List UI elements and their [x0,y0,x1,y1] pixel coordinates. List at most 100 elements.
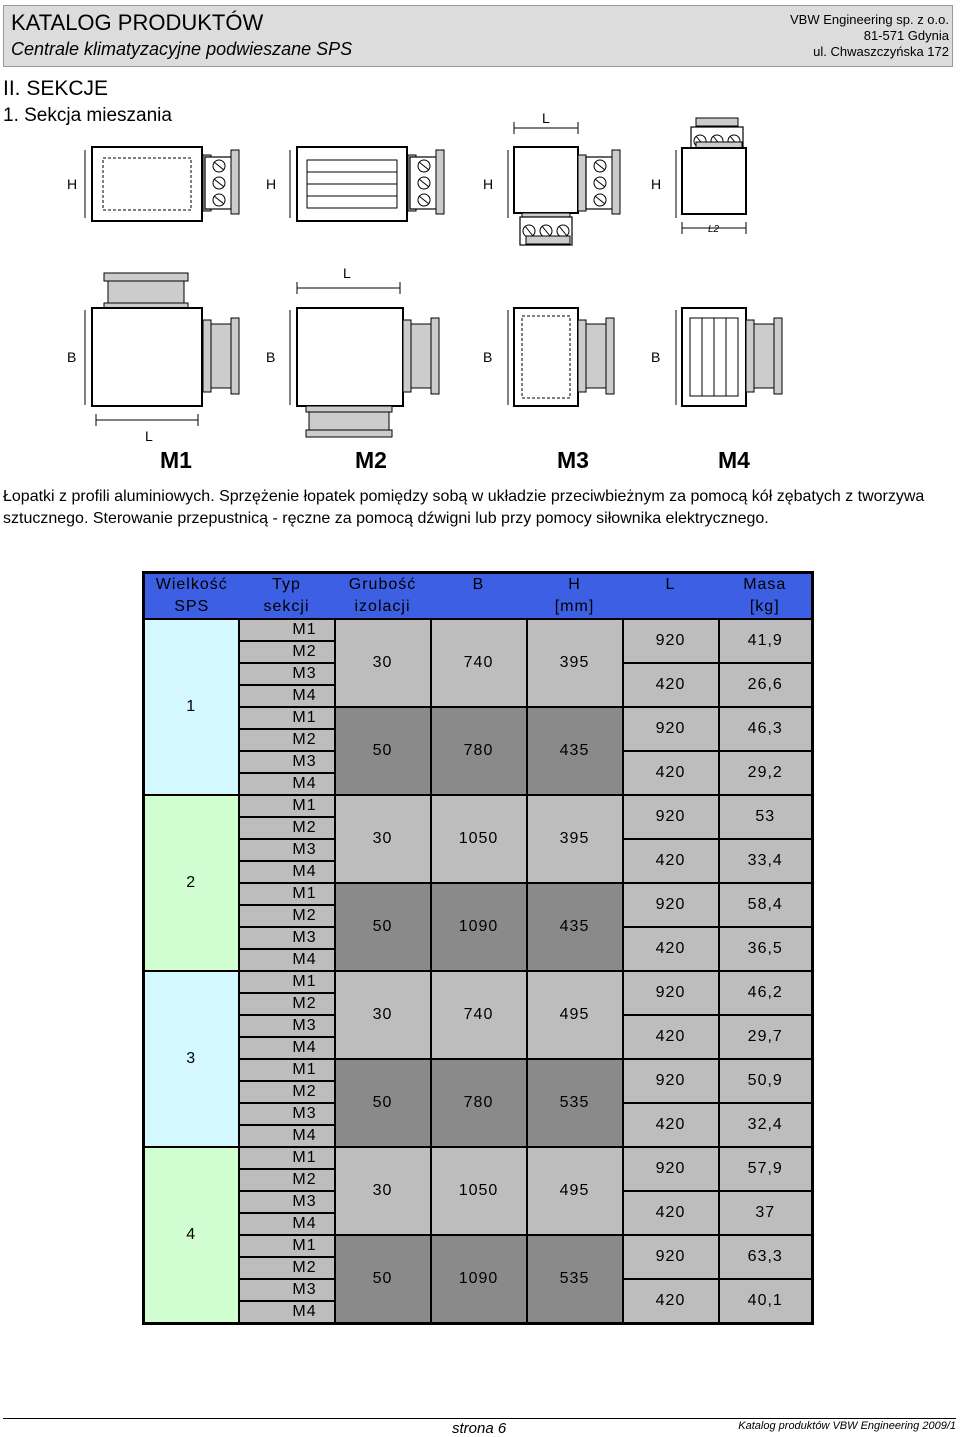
header-insulation: Grubość [334,572,431,596]
m1-side-view [84,146,240,222]
header-type-sub: sekcji [238,596,335,620]
table-row: M4 [144,1300,813,1325]
cell-l: 920 [621,1058,720,1104]
cell-b: 1090 [429,882,528,972]
cell-type: M1 [237,618,336,642]
cell-insulation: 50 [333,882,432,972]
spec-table: Wielkość Typ Grubość B H L Masa SPS sekc… [142,571,814,1325]
cell-b: 780 [429,706,528,796]
cell-type: M3 [237,1102,336,1126]
cell-h: 395 [525,618,624,708]
cell-type: M1 [237,882,336,906]
cell-type: M2 [237,728,336,752]
cell-insulation: 30 [333,794,432,884]
cell-type: M3 [237,1190,336,1214]
cell-h: 495 [525,1146,624,1236]
section-description: Łopatki z profili aluminiowych. Sprzężen… [3,488,925,527]
cell-l: 920 [621,1146,720,1192]
cell-b: 780 [429,1058,528,1148]
cell-type: M1 [237,794,336,818]
cell-b: 740 [429,970,528,1060]
table-row: M2 [144,640,813,664]
cell-b: 740 [429,618,528,708]
cell-h: 435 [525,706,624,796]
table-row: M4 [144,772,813,796]
cell-mass: 63,3 [717,1234,814,1280]
cell-type: M1 [237,1234,336,1258]
table-row: M4 [144,1124,813,1148]
cell-h: 495 [525,970,624,1060]
cell-type: M2 [237,816,336,840]
model-label-m4: M4 [718,447,750,473]
dim-b-m2: B [266,349,276,365]
dim-b-m1: B [67,349,77,365]
cell-size: 4 [142,1146,240,1325]
table-row: M4 [144,1212,813,1236]
table-row: M4 [144,684,813,708]
cell-l: 920 [621,1234,720,1280]
cell-type: M1 [237,1146,336,1170]
cell-type: M2 [237,992,336,1016]
cell-l: 420 [621,1278,720,1325]
cell-l: 420 [621,838,720,884]
m2-side-view [289,146,445,222]
cell-size: 1 [142,618,240,796]
dim-h-m1: H [67,176,78,192]
company-address: VBW Engineering sp. z o.o. 81-571 Gdynia… [790,12,949,60]
cell-type: M3 [237,926,336,950]
cell-l: 420 [621,1190,720,1236]
dim-b-m3: B [483,349,493,365]
cell-type: M4 [237,1212,336,1236]
cell-l: 920 [621,618,720,664]
catalog-header: KATALOG PRODUKTÓW Centrale klimatyzacyjn… [3,5,953,67]
cell-type: M4 [237,684,336,708]
cell-mass: 57,9 [717,1146,814,1192]
cell-type: M2 [237,1256,336,1280]
table-row: M2 [144,816,813,840]
cell-type: M2 [237,640,336,664]
table-row: M4 [144,1036,813,1060]
cell-type: M4 [237,772,336,796]
cell-mass: 29,2 [717,750,814,796]
cell-mass: 58,4 [717,882,814,928]
cell-mass: 33,4 [717,838,814,884]
cell-h: 435 [525,882,624,972]
cell-mass: 50,9 [717,1058,814,1104]
cell-mass: 29,7 [717,1014,814,1060]
model-label-m2: M2 [355,447,387,473]
table-row: M2 [144,1168,813,1192]
company-street: ul. Chwaszczyńska 172 [813,44,949,59]
company-name: VBW Engineering sp. z o.o. [790,12,949,27]
cell-type: M1 [237,970,336,994]
dim-h-m4: H [651,176,662,192]
cell-mass: 36,5 [717,926,814,972]
cell-size: 2 [142,794,240,972]
m3-top-view [507,307,615,407]
cell-mass: 26,6 [717,662,814,708]
m4-top-view [675,307,783,407]
table-row: M2 [144,992,813,1016]
header-type: Typ [238,572,335,596]
cell-b: 1090 [429,1234,528,1325]
cell-mass: 46,3 [717,706,814,752]
header-b: B [430,572,527,596]
cell-l: 920 [621,970,720,1016]
cell-l: 420 [621,750,720,796]
dim-h-m3: H [483,176,494,192]
dim-l2-m4: L2 [708,224,720,235]
header-size: Wielkość [143,572,239,596]
cell-type: M4 [237,1300,336,1325]
header-unit-kg: [kg] [718,596,813,620]
cell-insulation: 50 [333,1058,432,1148]
cell-type: M2 [237,1080,336,1104]
section-drawings [84,117,783,438]
cell-size: 3 [142,970,240,1148]
cell-mass: 41,9 [717,618,814,664]
